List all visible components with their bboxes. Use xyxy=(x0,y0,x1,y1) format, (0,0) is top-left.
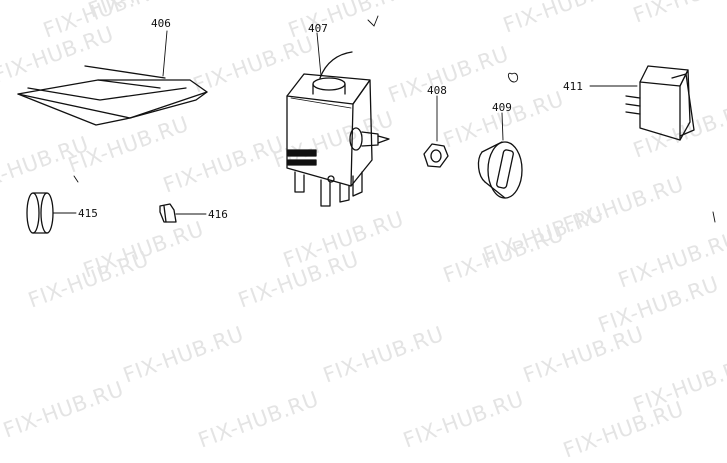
label-415: 415 xyxy=(78,207,98,220)
label-411: 411 xyxy=(563,80,583,93)
label-416: 416 xyxy=(208,208,228,221)
part-416-clip xyxy=(159,203,207,223)
label-408: 408 xyxy=(427,84,447,97)
label-409: 409 xyxy=(492,101,512,114)
part-411-switch xyxy=(589,65,695,141)
label-407: 407 xyxy=(308,22,328,35)
part-415-roller xyxy=(26,192,77,234)
stray-marks xyxy=(73,15,716,223)
part-406-cover xyxy=(17,30,208,126)
part-409-knob xyxy=(477,112,523,199)
label-406: 406 xyxy=(151,17,171,30)
parts-drawing xyxy=(17,15,716,234)
part-408-nut xyxy=(423,95,449,168)
part-407-thermostat xyxy=(286,32,390,207)
